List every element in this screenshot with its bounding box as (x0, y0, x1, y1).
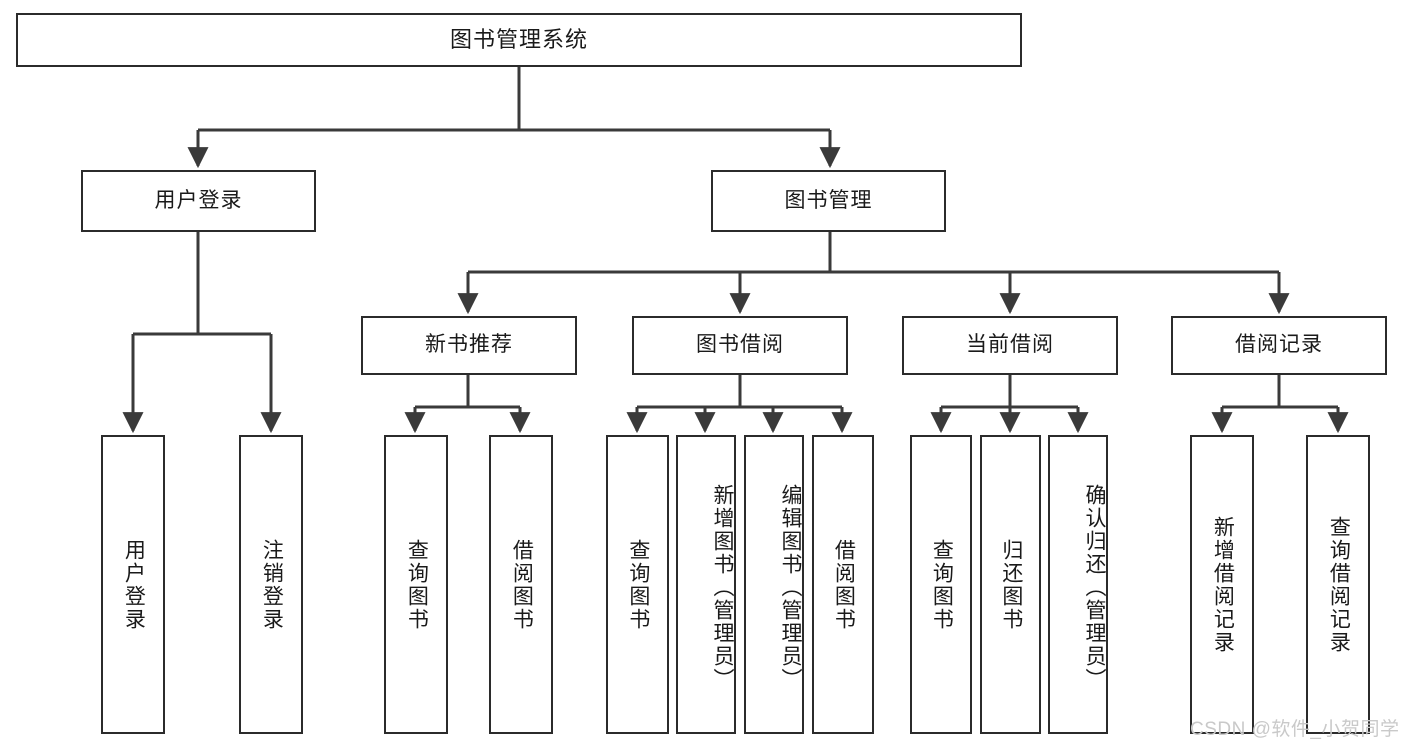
node-book-management[interactable]: 图书管理 (711, 170, 946, 232)
leaf-book-borrow-edit-book-admin[interactable]: 编辑图书（管理员） (744, 435, 804, 734)
leaf-current-borrow-confirm-return-admin[interactable]: 确认归还（管理员） (1048, 435, 1108, 734)
node-root-book-management-system[interactable]: 图书管理系统 (16, 13, 1022, 67)
leaf-new-book-borrow-books[interactable]: 借阅图书 (489, 435, 553, 734)
leaf-book-borrow-add-book-admin[interactable]: 新增图书（管理员） (676, 435, 736, 734)
csdn-watermark: CSDN @软件_小贺同学 (1190, 719, 1400, 740)
node-new-book-recommend[interactable]: 新书推荐 (361, 316, 577, 375)
leaf-current-borrow-query-books[interactable]: 查询图书 (910, 435, 972, 734)
node-current-borrow[interactable]: 当前借阅 (902, 316, 1118, 375)
leaf-current-borrow-return-books[interactable]: 归还图书 (980, 435, 1041, 734)
leaf-book-borrow-borrow-books[interactable]: 借阅图书 (812, 435, 874, 734)
leaf-borrow-record-add-record[interactable]: 新增借阅记录 (1190, 435, 1254, 734)
leaf-user-login-login[interactable]: 用户登录 (101, 435, 165, 734)
leaf-borrow-record-query-record[interactable]: 查询借阅记录 (1306, 435, 1370, 734)
leaf-new-book-query-books[interactable]: 查询图书 (384, 435, 448, 734)
node-book-borrow[interactable]: 图书借阅 (632, 316, 848, 375)
leaf-book-borrow-query-books[interactable]: 查询图书 (606, 435, 669, 734)
node-borrow-record[interactable]: 借阅记录 (1171, 316, 1387, 375)
leaf-user-login-logout[interactable]: 注销登录 (239, 435, 303, 734)
node-user-login[interactable]: 用户登录 (81, 170, 316, 232)
